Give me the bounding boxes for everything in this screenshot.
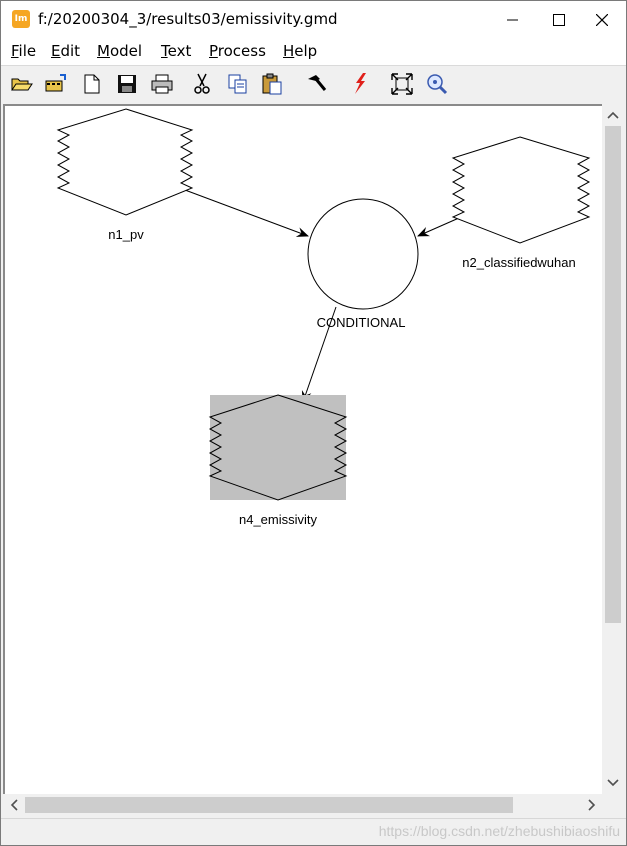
horizontal-scrollbar[interactable]: [3, 794, 602, 816]
paste-icon: [262, 73, 282, 95]
menu-file-label: ile: [18, 42, 37, 60]
open-model-button[interactable]: [43, 71, 69, 97]
vertical-scroll-thumb[interactable]: [605, 126, 621, 623]
zoom-icon: [427, 74, 448, 95]
app-icon: Im: [12, 10, 30, 28]
hammer-button[interactable]: [304, 71, 330, 97]
vertical-scrollbar[interactable]: [602, 104, 624, 794]
raster-node-n1[interactable]: n1_pv: [56, 108, 194, 242]
connector-n1-to-conditional: [184, 189, 309, 237]
watermark-text: https://blog.csdn.net/zhebushibiaoshifu: [378, 823, 620, 839]
scroll-left-icon[interactable]: [9, 799, 19, 811]
maximize-icon: [553, 14, 565, 26]
new-document-icon: [84, 74, 100, 94]
menu-text-mnemonic: T: [161, 42, 168, 60]
title-bar: Im f:/20200304_3/results03/emissivity.gm…: [1, 1, 626, 39]
copy-icon: [228, 74, 247, 94]
minimize-icon: [507, 19, 518, 21]
menu-text-label: ext: [167, 42, 192, 60]
menu-separator: [1, 65, 626, 66]
menu-edit-label: dit: [60, 42, 81, 60]
menu-file[interactable]: File: [11, 42, 36, 60]
open-button[interactable]: [8, 71, 34, 97]
scroll-down-icon[interactable]: [607, 778, 619, 788]
raster-node-n2-label: n2_classifiedwuhan: [462, 255, 575, 270]
menu-model[interactable]: Model: [97, 42, 142, 60]
menu-process-mnemonic: P: [209, 42, 218, 60]
scroll-right-icon[interactable]: [587, 799, 597, 811]
horizontal-scroll-thumb[interactable]: [25, 797, 513, 813]
run-lightning-icon: [355, 73, 366, 94]
raster-node-n1-label: n1_pv: [108, 227, 144, 242]
open-folder-icon: [11, 78, 33, 91]
model-canvas[interactable]: n1_pv n2_classifiedwuhan CONDITIONAL n4_…: [3, 104, 604, 796]
window-title: f:/20200304_3/results03/emissivity.gmd: [38, 10, 338, 28]
menu-help-label: elp: [294, 42, 318, 60]
close-button[interactable]: [579, 1, 625, 39]
scroll-up-icon[interactable]: [607, 110, 619, 120]
hammer-icon: [308, 75, 327, 91]
function-node-conditional[interactable]: CONDITIONAL: [307, 198, 419, 330]
save-button[interactable]: [114, 71, 140, 97]
raster-node-n4-shape: [208, 394, 348, 501]
menu-help-mnemonic: H: [283, 42, 295, 60]
close-icon: [596, 14, 608, 26]
menu-model-label: odel: [109, 42, 143, 60]
menu-model-mnemonic: M: [97, 42, 110, 60]
print-button[interactable]: [149, 71, 175, 97]
paste-button[interactable]: [260, 71, 286, 97]
menu-text[interactable]: Text: [161, 42, 191, 60]
menu-help[interactable]: Help: [283, 42, 317, 60]
maximize-button[interactable]: [536, 1, 582, 39]
save-icon: [118, 75, 136, 93]
copy-button[interactable]: [225, 71, 251, 97]
raster-node-n2-shape: [451, 136, 591, 244]
raster-node-n4-label: n4_emissivity: [239, 512, 318, 527]
scrollbar-corner: [602, 794, 624, 816]
menu-edit[interactable]: Edit: [51, 42, 80, 60]
zoom-button[interactable]: [424, 71, 450, 97]
fit-view-button[interactable]: [389, 71, 415, 97]
fit-view-icon: [391, 73, 413, 95]
raster-node-n2[interactable]: n2_classifiedwuhan: [451, 136, 591, 270]
open-model-icon: [45, 74, 66, 92]
connector-conditional-to-n4: [301, 306, 337, 403]
status-bar: https://blog.csdn.net/zhebushibiaoshifu: [1, 818, 626, 845]
menu-process[interactable]: Process: [209, 42, 266, 60]
raster-node-n4[interactable]: n4_emissivity: [208, 394, 348, 527]
toolbar: [1, 67, 626, 103]
cut-icon: [194, 73, 210, 94]
run-button[interactable]: [347, 71, 373, 97]
new-button[interactable]: [79, 71, 105, 97]
minimize-button[interactable]: [490, 1, 536, 39]
menu-bar: File Edit Model Text Process Help: [1, 39, 626, 65]
menu-edit-mnemonic: E: [51, 42, 61, 60]
raster-node-n1-shape: [56, 108, 194, 216]
menu-file-mnemonic: F: [11, 42, 19, 60]
function-node-shape: [307, 198, 419, 310]
menu-process-label: rocess: [217, 42, 266, 60]
cut-button[interactable]: [189, 71, 215, 97]
print-icon: [151, 74, 173, 94]
function-node-label: CONDITIONAL: [317, 315, 406, 330]
